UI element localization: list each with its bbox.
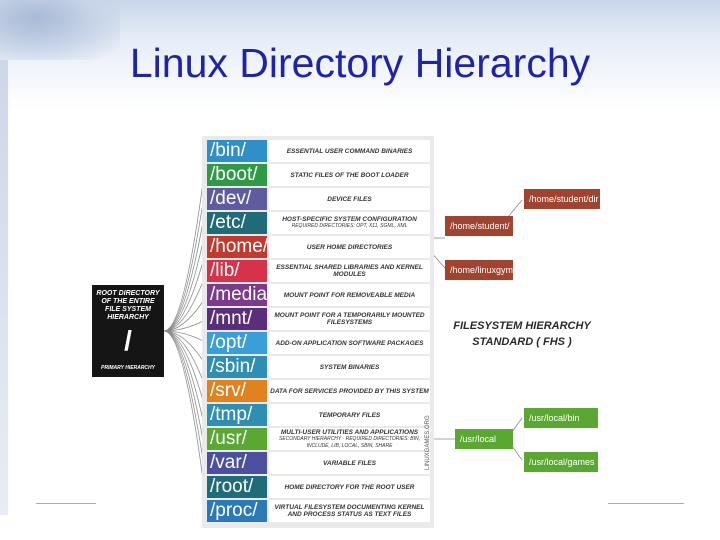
home-linuxgym-box: /home/linuxgym [445, 260, 513, 280]
directory-description: MOUNT POINT FOR REMOVEABLE MEDIA [269, 284, 430, 306]
directory-name: /var/ [207, 452, 267, 474]
root-connector [163, 330, 208, 512]
directory-description-text: ESSENTIAL USER COMMAND BINARIES [286, 147, 413, 155]
root-directory-box: ROOT DIRECTORY OF THE ENTIRE FILE SYSTEM… [92, 285, 164, 377]
directory-row: /mnt/MOUNT POINT FOR A TEMPORARILY MOUNT… [207, 308, 430, 330]
directory-description-text: SYSTEM BINARIES [319, 363, 380, 371]
directory-name: /opt/ [207, 332, 267, 354]
directory-description: VARIABLE FILES [269, 452, 430, 474]
directory-name: /root/ [207, 476, 267, 498]
usr-local-bin-box: /usr/local/bin [524, 408, 598, 428]
directory-row: /root/HOME DIRECTORY FOR THE ROOT USER [207, 476, 430, 498]
directory-row: /tmp/TEMPORARY FILES [207, 404, 430, 426]
directory-description-text: ESSENTIAL SHARED LIBRARIES AND KERNEL MO… [276, 264, 423, 278]
directory-row: /usr/MULTI-USER UTILITIES AND APPLICATIO… [207, 428, 430, 450]
directory-row: /home/USER HOME DIRECTORIES [207, 236, 430, 258]
directory-row: /bin/ESSENTIAL USER COMMAND BINARIES [207, 140, 430, 162]
directory-description: USER HOME DIRECTORIES [269, 236, 430, 258]
directory-chart: /bin/ESSENTIAL USER COMMAND BINARIES/boo… [202, 136, 434, 528]
directory-description-text: DEVICE FILES [327, 195, 372, 203]
directory-description-text: HOST-SPECIFIC SYSTEM CONFIGURATION [282, 216, 417, 223]
root-connector [163, 222, 208, 332]
directory-row: /proc/VIRTUAL FILESYSTEM DOCUMENTING KER… [207, 500, 430, 522]
home-student-dir-box: /home/student/dir [524, 189, 600, 209]
directory-name: /srv/ [207, 380, 267, 402]
root-connector [163, 246, 208, 332]
left-rail [0, 60, 8, 515]
directory-name: /boot/ [207, 164, 267, 186]
directory-name: /home/ [207, 236, 268, 258]
directory-row: /var/VARIABLE FILES [207, 452, 430, 474]
directory-name: /media/ [207, 284, 272, 306]
directory-row: /dev/DEVICE FILES [207, 188, 430, 210]
directory-row: /srv/DATA FOR SERVICES PROVIDED BY THIS … [207, 380, 430, 402]
root-connector [163, 330, 208, 416]
credit-text: LINUXGAMES.ORG [425, 415, 431, 470]
directory-name: /proc/ [207, 500, 267, 522]
usr-local-box: /usr/local [455, 429, 513, 449]
root-title: ROOT DIRECTORY OF THE ENTIRE FILE SYSTEM… [96, 290, 160, 321]
home-student-box: /home/student/ [445, 216, 513, 236]
directory-name: /usr/ [207, 428, 267, 450]
directory-description-text: ADD-ON APPLICATION SOFTWARE PACKAGES [275, 339, 424, 347]
directory-description: VIRTUAL FILESYSTEM DOCUMENTING KERNEL AN… [269, 500, 430, 522]
directory-description-text: MOUNT POINT FOR A TEMPORARILY MOUNTED FI… [274, 312, 425, 326]
footer-line-left [36, 503, 96, 504]
directory-row: /media/MOUNT POINT FOR REMOVEABLE MEDIA [207, 284, 430, 306]
directory-description-text: USER HOME DIRECTORIES [306, 243, 393, 251]
directory-description-text: VARIABLE FILES [323, 459, 376, 467]
directory-row: /lib/ESSENTIAL SHARED LIBRARIES AND KERN… [207, 260, 430, 282]
root-connector [163, 174, 208, 332]
directory-description: TEMPORARY FILES [269, 404, 430, 426]
root-connector [163, 330, 208, 440]
directory-description-text: DATA FOR SERVICES PROVIDED BY THIS SYSTE… [270, 387, 429, 395]
directory-row: /sbin/SYSTEM BINARIES [207, 356, 430, 378]
banner-decoration [0, 0, 120, 60]
directory-name: /bin/ [207, 140, 267, 162]
directory-description: ESSENTIAL USER COMMAND BINARIES [269, 140, 430, 162]
root-subtitle: PRIMARY HIERARCHY [101, 365, 155, 371]
directory-description-text: STATIC FILES OF THE BOOT LOADER [290, 171, 409, 179]
header-banner [0, 0, 720, 110]
directory-name: /lib/ [207, 260, 267, 282]
footer-line-right [608, 503, 684, 504]
root-symbol: / [124, 325, 132, 356]
directory-description-sub: REQUIRED DIRECTORIES: OPT, X11, SGML, XM… [291, 223, 408, 229]
directory-description: DATA FOR SERVICES PROVIDED BY THIS SYSTE… [269, 380, 430, 402]
directory-description-text: MOUNT POINT FOR REMOVEABLE MEDIA [283, 291, 416, 299]
root-connector [163, 330, 208, 368]
directory-description: ESSENTIAL SHARED LIBRARIES AND KERNEL MO… [269, 260, 430, 282]
directory-description-text: MULTI-USER UTILITIES AND APPLICATIONS [280, 428, 419, 436]
directory-name: /dev/ [207, 188, 267, 210]
directory-name: /etc/ [207, 212, 267, 234]
directory-name: /mnt/ [207, 308, 267, 330]
directory-description-text: TEMPORARY FILES [318, 411, 381, 419]
directory-description-text: VIRTUAL FILESYSTEM DOCUMENTING KERNEL AN… [274, 504, 425, 518]
directory-description: STATIC FILES OF THE BOOT LOADER [269, 164, 430, 186]
directory-description: HOME DIRECTORY FOR THE ROOT USER [269, 476, 430, 498]
usr-local-games-box: /usr/local/games [524, 452, 598, 472]
directory-row: /opt/ADD-ON APPLICATION SOFTWARE PACKAGE… [207, 332, 430, 354]
directory-name: /sbin/ [207, 356, 267, 378]
directory-name: /tmp/ [207, 404, 267, 426]
directory-description: DEVICE FILES [269, 188, 430, 210]
directory-description: MOUNT POINT FOR A TEMPORARILY MOUNTED FI… [269, 308, 430, 330]
fhs-label: FILESYSTEM HIERARCHY STANDARD ( FHS ) [453, 320, 591, 348]
directory-description: SYSTEM BINARIES [269, 356, 430, 378]
directory-description-sub: SECONDARY HIERARCHY · REQUIRED DIRECTORI… [279, 435, 420, 449]
root-connector [163, 198, 208, 332]
root-connector [163, 294, 208, 332]
directory-row: /boot/STATIC FILES OF THE BOOT LOADER [207, 164, 430, 186]
directory-description-text: HOME DIRECTORY FOR THE ROOT USER [284, 483, 415, 491]
directory-description: ADD-ON APPLICATION SOFTWARE PACKAGES [269, 332, 430, 354]
slide-title: Linux Directory Hierarchy [129, 40, 591, 86]
